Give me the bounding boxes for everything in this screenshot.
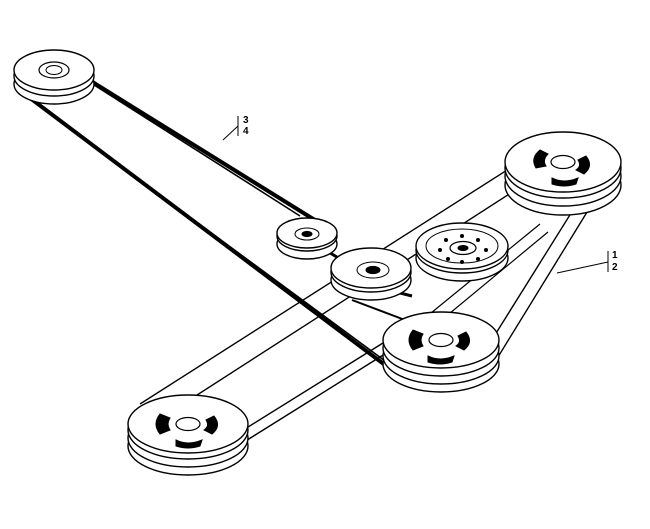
- spindle-pulley-center: [382, 311, 500, 393]
- upper-belt: [19, 61, 413, 382]
- callout-2: 2: [612, 262, 618, 273]
- callout-4: 4: [243, 126, 249, 137]
- callout-1: 1: [612, 250, 618, 261]
- spindle-pulley-left: [127, 394, 249, 476]
- callout-leader-1-2: [556, 251, 609, 274]
- flat-idler-pulley: [415, 222, 509, 282]
- idler-pulley-top-left: [13, 49, 95, 105]
- callout-3: 3: [243, 115, 249, 126]
- idler-pulley-middle: [276, 217, 338, 260]
- idler-pulley-center: [330, 247, 412, 301]
- spindle-pulley-right: [504, 131, 622, 216]
- callout-leader-3-4: [222, 116, 239, 141]
